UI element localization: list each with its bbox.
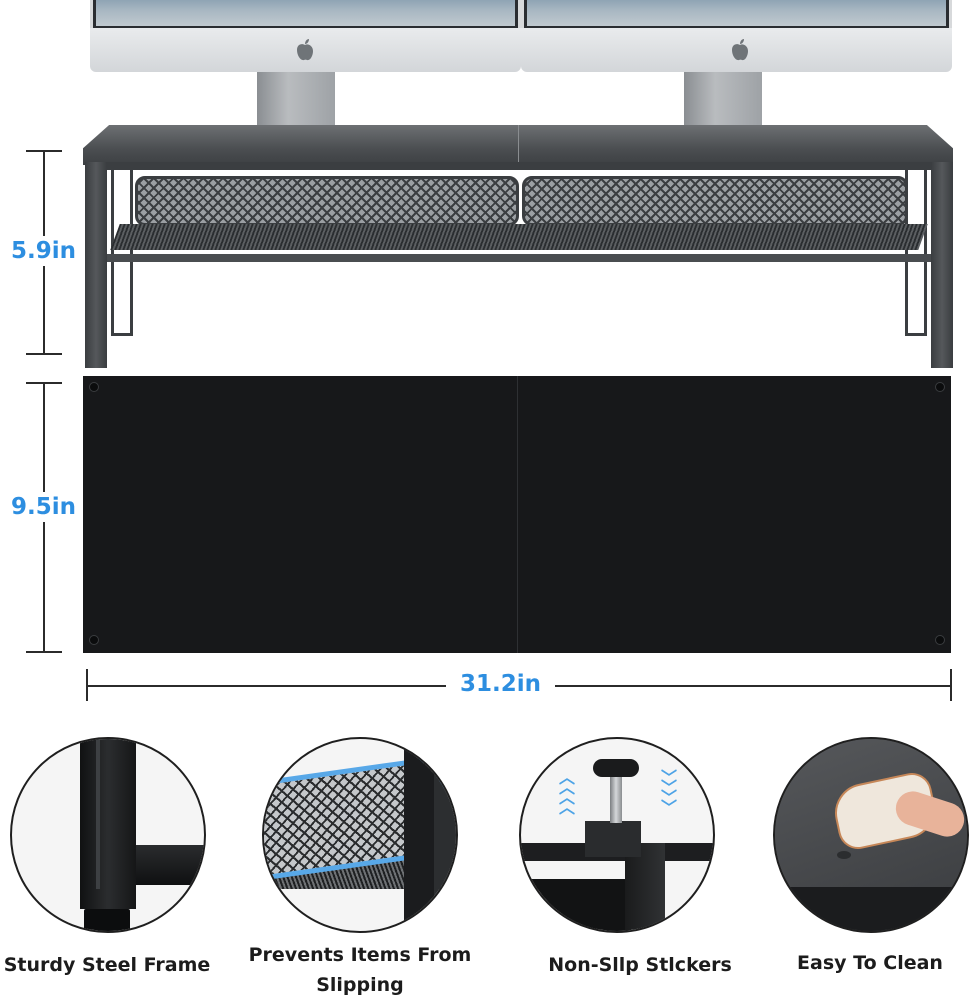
right-monitor:  — [521, 0, 952, 72]
apple-logo-icon — [297, 39, 313, 61]
mesh-guard-left — [135, 176, 519, 226]
stand-top-surface — [83, 125, 953, 165]
screw-icon — [935, 382, 945, 392]
feature-easy-clean-caption: Easy To Clean — [797, 952, 943, 974]
mesh-shelf — [110, 224, 928, 250]
apple-logo-icon — [732, 39, 748, 61]
screw-icon — [89, 382, 99, 392]
feature-easy-clean-image — [773, 737, 969, 933]
feature-non-slip-image: ︿︿︿︿ ﹀﹀﹀﹀ — [519, 737, 715, 933]
stand-leg-left — [85, 162, 107, 368]
right-monitor-neck — [684, 72, 762, 130]
height-dimension-label: 5.9in — [11, 236, 77, 266]
stand-top-view-plate — [83, 376, 951, 653]
screw-icon — [935, 635, 945, 645]
stand-leg-right — [931, 162, 953, 368]
chevron-down-icon: ﹀﹀﹀﹀ — [661, 768, 678, 817]
width-dimension-label: 31.2in — [446, 671, 556, 697]
left-monitor:  — [90, 0, 521, 72]
feature-non-slip-caption: Non-Sllp Stlckers — [548, 954, 732, 976]
feature-mesh-shelf-caption: Prevents Items From Slipping — [248, 944, 472, 996]
depth-dimension-label: 9.5in — [11, 492, 77, 522]
feature-steel-frame-caption: Sturdy Steel Frame — [3, 954, 211, 976]
chevron-up-icon: ︿︿︿︿ — [559, 768, 576, 817]
screw-icon — [89, 635, 99, 645]
feature-mesh-shelf-image — [262, 737, 458, 933]
mesh-guard-right — [522, 176, 908, 226]
monitor-stand-frame — [85, 162, 953, 368]
feature-steel-frame-image — [10, 737, 206, 933]
left-monitor-neck — [257, 72, 335, 130]
